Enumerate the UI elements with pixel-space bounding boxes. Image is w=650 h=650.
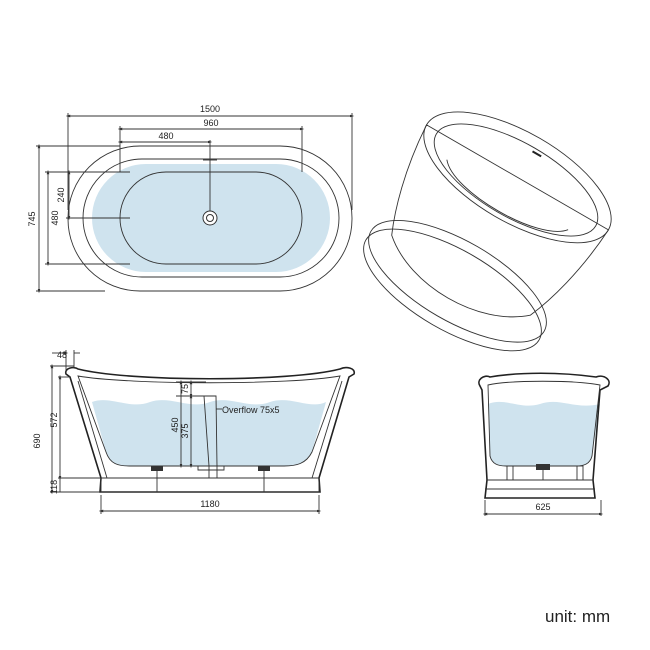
end-view [478, 372, 610, 516]
end-view-foot-left-icon [506, 465, 514, 481]
left-foot-icon [151, 466, 163, 471]
end-view-dimensions: 625 [482, 502, 604, 516]
dim-1180: 1180 [200, 499, 219, 509]
iso-body [391, 124, 610, 318]
isometric-view [363, 111, 612, 352]
iso-overflow-icon [532, 150, 542, 158]
end-view-drain-icon [536, 464, 550, 470]
dim-375: 375 [180, 423, 190, 438]
right-foot-icon [258, 466, 270, 471]
iso-basin-floor [446, 159, 569, 232]
iso-rim-outer [423, 111, 612, 244]
side-view-left-skirt [77, 380, 108, 479]
end-view-inner-shell [487, 380, 601, 467]
dim-1500: 1500 [200, 104, 220, 114]
dim-960: 960 [203, 118, 218, 128]
dim-240: 240 [56, 187, 66, 202]
dim-48: 48 [57, 350, 67, 360]
side-view-dimensions: 48 690 572 118 450 75 375 1180 Overflow … [32, 350, 322, 513]
dim-572: 572 [49, 412, 59, 427]
end-view-outer-shell [478, 372, 610, 499]
side-view-plinth [100, 477, 320, 493]
overflow-label: Overflow 75x5 [222, 405, 280, 415]
dim-745: 745 [27, 211, 37, 226]
dim-625: 625 [535, 502, 550, 512]
dim-450: 450 [170, 417, 180, 432]
side-view-water [92, 400, 326, 466]
dim-480-vertical: 480 [50, 210, 60, 225]
top-view [36, 113, 353, 292]
side-view-inner-shell [77, 375, 341, 467]
unit-label: unit: mm [545, 607, 611, 626]
side-view [50, 350, 356, 514]
dim-690: 690 [32, 433, 42, 448]
drain-trap-icon [197, 465, 225, 471]
drain-inner-icon [206, 214, 214, 222]
end-view-water [488, 401, 600, 466]
iso-plinth-top [368, 220, 547, 343]
iso-rim-inner [433, 123, 599, 237]
dim-118: 118 [49, 480, 59, 494]
side-view-outer-shell [64, 366, 356, 493]
iso-plinth-bottom [363, 228, 542, 352]
dim-75: 75 [180, 384, 190, 394]
end-view-foot-right-icon [576, 465, 584, 481]
top-view-dimensions: 1500 960 480 745 480 240 [27, 104, 355, 294]
side-view-right-skirt [311, 380, 343, 479]
dim-480-horizontal: 480 [158, 131, 173, 141]
